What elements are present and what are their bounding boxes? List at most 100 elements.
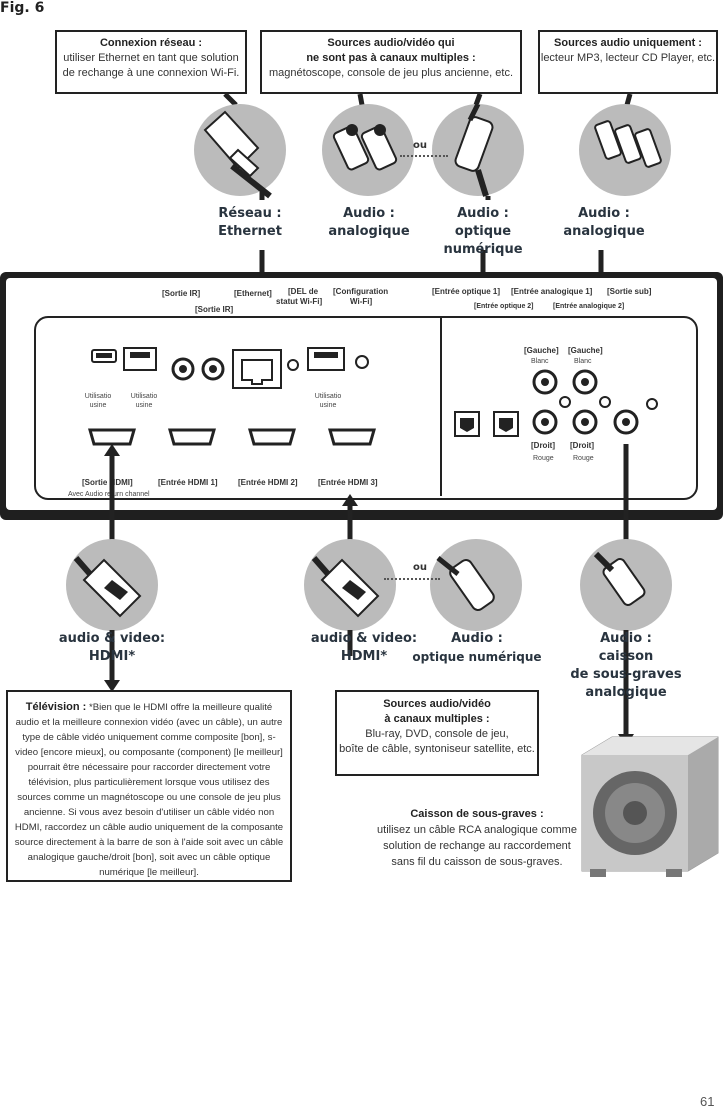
label-gauche-2: [Gauche] <box>568 346 603 355</box>
rear-panel <box>0 272 723 520</box>
label-hdmi-source: audio & video: HDMI* <box>302 630 426 666</box>
label-hdmi-source-line1: audio & video: <box>310 631 418 646</box>
hdmi-ports <box>88 428 376 446</box>
network-box-title: Connexion réseau : <box>99 37 203 49</box>
av-box-title: Sources audio/vidéo qui <box>327 37 455 49</box>
tv-box-text: *Bien que le HDMI offre la meilleure qua… <box>14 702 284 878</box>
sub-text-title: Caisson de sous-graves : <box>410 808 544 820</box>
network-box-line-1: utiliser Ethernet en tant que solution <box>63 52 239 64</box>
label-entree-analogique-2: [Entrée analogique 2] <box>553 303 625 310</box>
label-droit-2: [Droit] <box>570 441 594 450</box>
usb-label-2: Utilisatio usine <box>126 392 162 410</box>
usb-label-2-a: Utilisatio <box>130 393 158 400</box>
label-hdmi-source-line2: HDMI* <box>340 649 388 664</box>
sub-text-line-2: solution de rechange au raccordement <box>383 840 571 852</box>
label-blanc-2: Blanc <box>574 358 592 365</box>
label-network-ethernet: Réseau : Ethernet <box>205 205 295 241</box>
ethernet-cable-icon <box>203 110 272 199</box>
label-del-1: [DEL de <box>288 287 319 296</box>
av-sources-box: Sources audio/vidéo qui ne sont pas à ca… <box>260 30 522 94</box>
label-analog2-line1: Audio : <box>578 206 630 221</box>
label-rouge-1: Rouge <box>533 455 554 462</box>
multi-box-title: Sources audio/vidéo <box>383 698 491 710</box>
multi-box-line-2: boîte de câble, syntoniseur satellite, e… <box>339 743 535 755</box>
label-hdmi-tv-line2: HDMI* <box>88 649 136 664</box>
label-optical-line1: Audio : <box>457 206 509 221</box>
usb-label-1-a: Utilisatio <box>84 393 112 400</box>
label-audio-optical: Audio : optique numérique <box>418 205 548 259</box>
optical-cable-icon <box>454 102 494 197</box>
sub-text-line-3: sans fil du caisson de sous-graves. <box>391 856 563 868</box>
label-entree-optique-2: [Entrée optique 2] <box>474 303 534 310</box>
figure-label: Fig. 6 <box>0 0 45 16</box>
usb-label-2-b: usine <box>135 402 153 409</box>
label-blanc-1: Blanc <box>531 358 549 365</box>
panel-ports <box>88 347 658 446</box>
label-sub-line3: de sous-graves <box>570 667 682 682</box>
top-cables-graphic <box>194 92 671 288</box>
subwoofer-illustration <box>581 736 719 877</box>
audio-sources-box: Sources audio uniquement : lecteur MP3, … <box>538 30 718 94</box>
usb-label-3-b: usine <box>319 402 337 409</box>
label-sub-line4: analogique <box>585 685 667 700</box>
label-sortie-hdmi: [Sortie HDMI] <box>82 478 133 487</box>
label-sortie-ir-2: [Sortie IR] <box>195 305 234 314</box>
label-analog-line2: analogique <box>328 224 410 239</box>
hdmi-cable-icon-1 <box>73 556 142 618</box>
label-sub-line1: Audio : <box>600 631 652 646</box>
sub-text-line-1: utilisez un câble RCA analogique comme <box>377 824 577 836</box>
label-arc: Avec Audio return channel <box>68 491 150 498</box>
label-audio-analog-2: Audio : analogique <box>558 205 650 241</box>
label-entree-hdmi-2: [Entrée HDMI 2] <box>238 478 298 487</box>
network-connection-box: Connexion réseau : utiliser Ethernet en … <box>55 30 247 94</box>
label-entree-hdmi-3: [Entrée HDMI 3] <box>318 478 378 487</box>
multichannel-sources-box: Sources audio/vidéo à canaux multiples :… <box>335 690 539 776</box>
label-hdmi-tv: audio & video: HDMI* <box>50 630 174 666</box>
tv-box-title: Télévision : <box>25 701 87 713</box>
label-entree-optique-1: [Entrée optique 1] <box>432 287 501 296</box>
rca-cable-icon <box>332 124 398 171</box>
multi-box-title-2: à canaux multiples : <box>384 713 490 725</box>
label-rouge-2: Rouge <box>573 455 594 462</box>
label-sortie-sub: [Sortie sub] <box>607 287 652 296</box>
label-ethernet: [Ethernet] <box>234 289 272 298</box>
av-box-line-1: magnétoscope, console de jeu plus ancien… <box>269 67 513 79</box>
label-optical-bottom-line1: Audio : <box>451 631 503 646</box>
usb-label-3-a: Utilisatio <box>314 393 342 400</box>
label-gauche-1: [Gauche] <box>524 346 559 355</box>
subwoofer-text: Caisson de sous-graves : utilisez un câb… <box>368 806 586 870</box>
label-del-2: statut Wi-Fi] <box>276 297 323 306</box>
label-sub-line2: caisson <box>598 649 654 664</box>
sub-rca-cable-icon <box>593 551 646 606</box>
rca-triple-cable-icon <box>594 120 662 168</box>
label-optical-bottom-line2: optique numérique <box>412 650 542 664</box>
optical-cable-icon-bottom <box>436 556 495 612</box>
top-or-dotted-line <box>400 155 448 157</box>
av-box-title-2: ne sont pas à canaux multiples : <box>306 52 476 64</box>
label-optical-line2: optique numérique <box>443 224 523 257</box>
label-optical-bottom: Audio : optique numérique <box>412 630 542 666</box>
audio-box-title: Sources audio uniquement : <box>554 37 702 49</box>
label-entree-analogique-1: [Entrée analogique 1] <box>511 287 593 296</box>
bottom-cables-graphic <box>66 444 672 746</box>
usb-label-3: Utilisatio usine <box>310 392 346 410</box>
bottom-or-dotted-line <box>384 578 440 580</box>
panel-port-area <box>34 316 698 500</box>
multi-box-line-1: Blu-ray, DVD, console de jeu, <box>365 728 509 740</box>
network-box-line-2: de rechange à une connexion Wi-Fi. <box>62 67 240 79</box>
label-analog2-line2: analogique <box>563 224 645 239</box>
usb-label-1: Utilisatio usine <box>80 392 116 410</box>
label-hdmi-tv-line1: audio & video: <box>58 631 166 646</box>
or-label-top: ou <box>413 140 427 151</box>
label-analog-line1: Audio : <box>343 206 395 221</box>
label-audio-analog: Audio : analogique <box>323 205 415 241</box>
television-box: Télévision : *Bien que le HDMI offre la … <box>6 690 292 882</box>
label-network-line1: Réseau : <box>218 206 282 221</box>
panel-divider <box>440 316 442 496</box>
hdmi-cable-icon-2 <box>311 556 380 618</box>
or-label-bottom: ou <box>413 562 427 573</box>
label-network-line2: Ethernet <box>218 224 282 239</box>
label-config-2: Wi-Fi] <box>350 297 373 306</box>
label-entree-hdmi-1: [Entrée HDMI 1] <box>158 478 218 487</box>
label-subwoofer: Audio : caisson de sous-graves analogiqu… <box>558 630 694 702</box>
